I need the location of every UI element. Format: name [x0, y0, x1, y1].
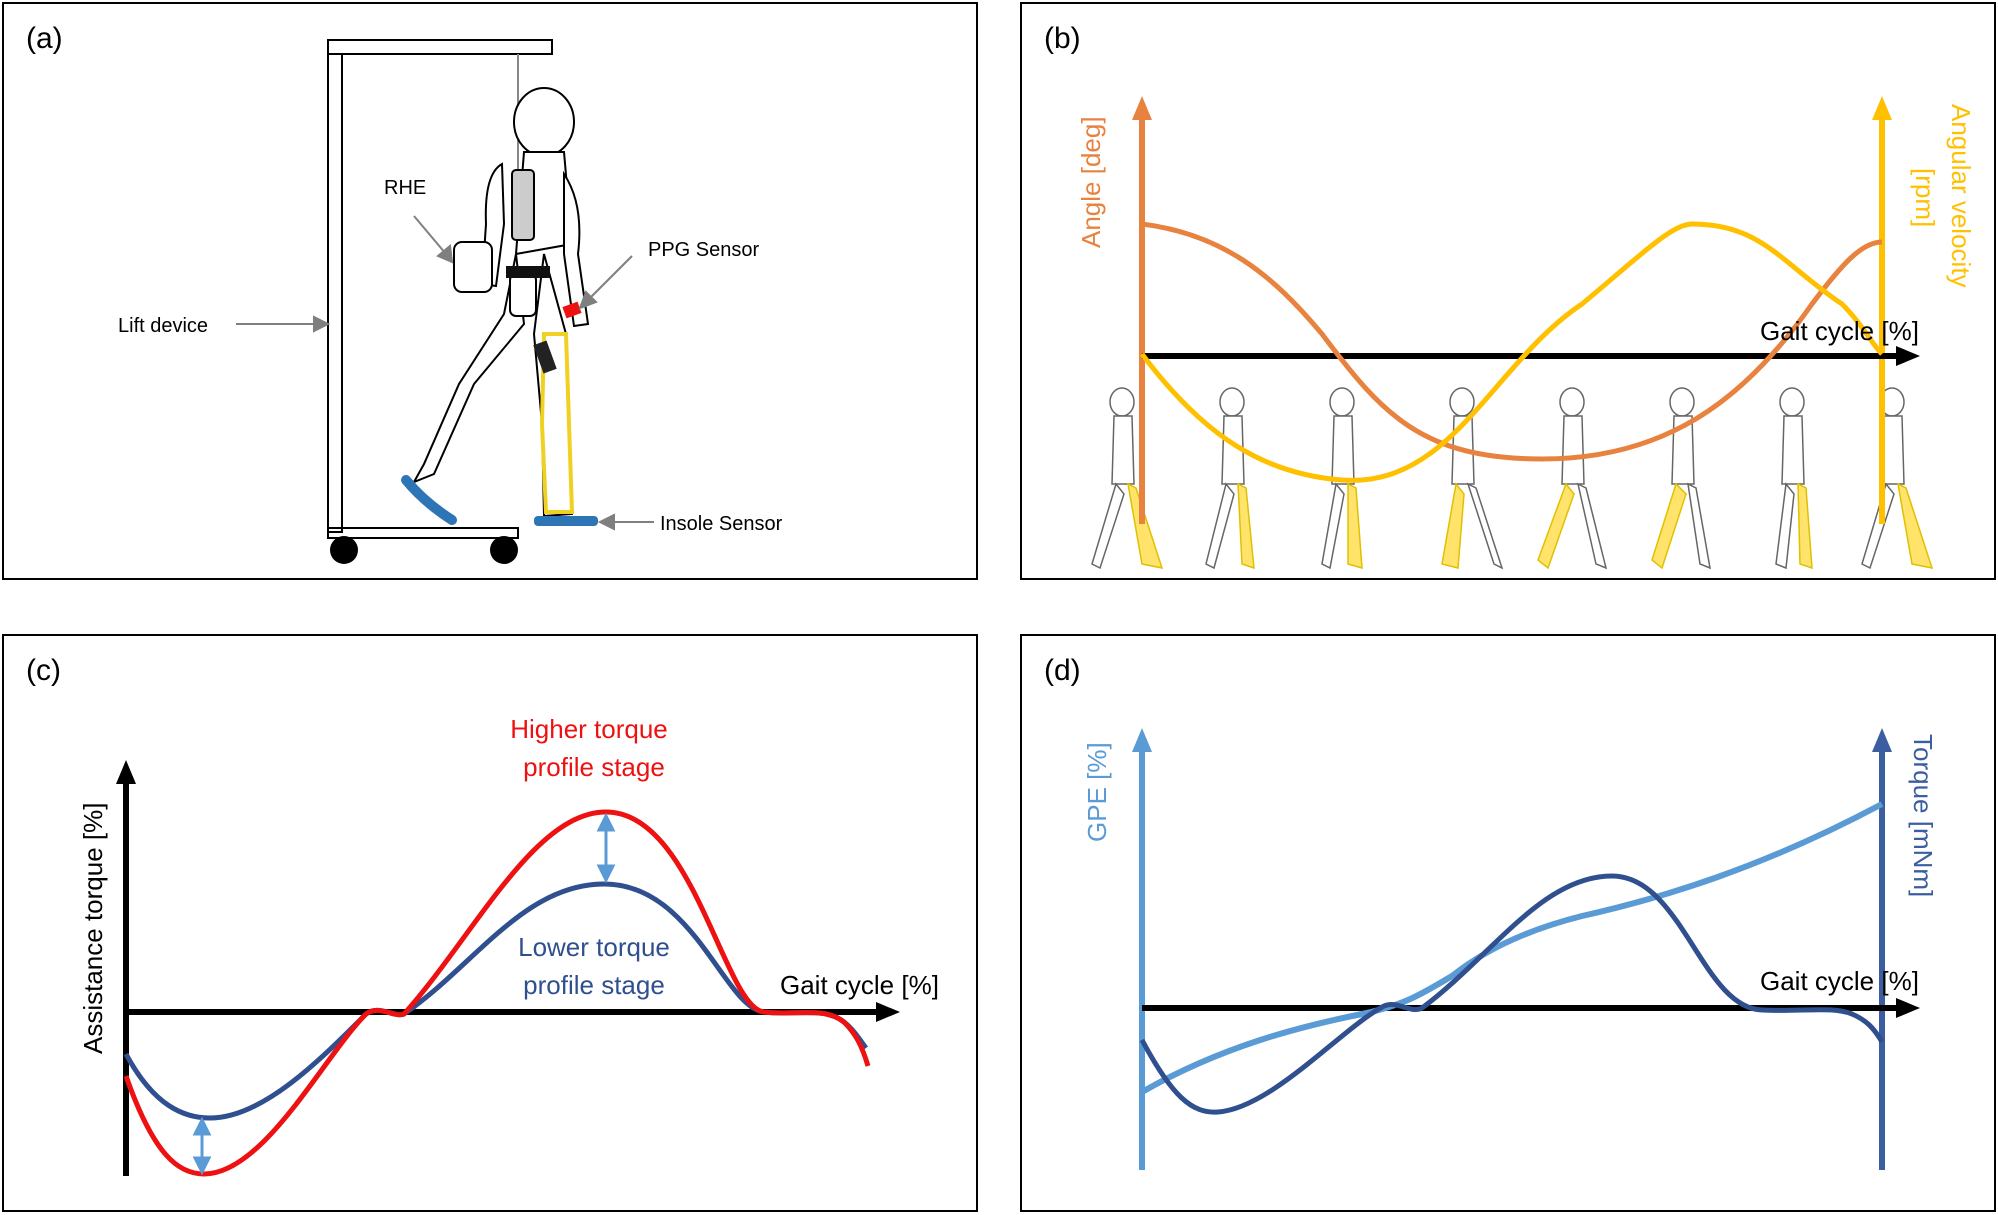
backpack [511, 169, 535, 241]
insole-sensor-rear [401, 475, 457, 525]
d-right-axis-arrowhead [1872, 728, 1892, 752]
trough-arrowhead-down [192, 1156, 212, 1176]
b-y-left-label: Angle [deg] [1076, 116, 1106, 248]
callout-arrowhead-insole [597, 513, 615, 531]
rhe-device [453, 241, 493, 293]
lower-label-line2: profile stage [523, 970, 665, 1000]
d-left-axis-arrowhead [1132, 728, 1152, 752]
callout-arrowhead-rhe [436, 244, 454, 264]
callout-rhe: RHE [384, 177, 426, 199]
higher-label-line2: profile stage [523, 752, 665, 782]
callout-arrowhead-lift [313, 315, 331, 333]
b-y-right-label-line2: [rpm] [1910, 168, 1940, 227]
c-x-axis-arrowhead [876, 1002, 900, 1022]
panel-label-d: (d) [1044, 654, 1081, 687]
b-y-right-label-line1: Angular velocity [1946, 104, 1976, 288]
callout-arrowhead-ppg [578, 290, 598, 310]
c-y-axis-label: Assistance torque [%] [78, 803, 108, 1054]
lift-device-frame [327, 39, 553, 539]
d-y-left-label: GPE [%] [1082, 742, 1112, 842]
gait-figure-3 [1321, 387, 1363, 570]
d-y-right-label: Torque [mNm] [1908, 734, 1938, 897]
gait-figure-5 [1537, 387, 1608, 570]
d-x-axis-arrowhead [1896, 998, 1920, 1018]
d-x-axis-label: Gait cycle [%] [1760, 966, 1919, 996]
panel-label-b: (b) [1044, 22, 1081, 55]
hip-belt [506, 266, 550, 278]
panel-c: (c) Assistance torque [%] Gait cycle [%]… [2, 634, 978, 1212]
panel-label-a: (a) [26, 22, 63, 55]
torque-curve [1139, 873, 1885, 1115]
insole-sensor-front [534, 516, 598, 526]
higher-label-line1: Higher torque [510, 714, 668, 744]
c-y-axis-arrowhead [116, 760, 136, 784]
callout-ppg-sensor: PPG Sensor [648, 239, 760, 261]
callout-arrow-ppg [587, 255, 633, 301]
peak-arrowhead-up [596, 812, 616, 832]
ppg-sensor-band [562, 301, 582, 319]
trough-arrowhead-up [192, 1116, 212, 1136]
wheel-right [490, 536, 518, 564]
gait-figure-6 [1651, 387, 1711, 570]
gpe-torque-diagram: GPE [%] Torque [mNm] Gait cycle [%] [1082, 728, 1938, 1170]
callout-arrow-rhe [413, 215, 447, 255]
peak-arrowhead-down [596, 864, 616, 884]
gait-figure-8 [1861, 387, 1934, 570]
wheel-left [330, 536, 358, 564]
lower-torque-curve [123, 881, 869, 1121]
b-x-axis-label: Gait cycle [%] [1760, 316, 1919, 346]
hip-actuator [509, 273, 537, 317]
panel-label-c: (c) [26, 654, 61, 687]
panel-b: (b) Angle [deg] Angular velocity [rpm] G… [1020, 2, 1996, 580]
b-left-axis-arrowhead [1132, 96, 1152, 120]
walking-person-figure [411, 87, 590, 518]
angle-velocity-diagram: Angle [deg] Angular velocity [rpm] Gait … [1076, 96, 1976, 570]
gait-phase-figures [1091, 387, 1934, 570]
gpe-curve [1140, 801, 1884, 1095]
b-right-axis-arrowhead [1872, 96, 1892, 120]
higher-torque-curve [123, 809, 871, 1177]
yellow-leg-highlight [539, 332, 575, 514]
torque-profile-diagram: Assistance torque [%] Gait cycle [%] Hig… [78, 714, 939, 1177]
callout-lift-device: Lift device [118, 315, 208, 337]
panel-a: (a) [2, 2, 978, 580]
callout-insole-sensor: Insole Sensor [660, 513, 783, 535]
thigh-link [533, 340, 557, 374]
gait-figure-2 [1205, 387, 1255, 570]
lower-label-line1: Lower torque [518, 932, 670, 962]
c-x-axis-label: Gait cycle [%] [780, 970, 939, 1000]
gait-figure-7 [1775, 387, 1813, 570]
angular-velocity-curve [1140, 221, 1884, 483]
panel-d: (d) GPE [%] Torque [mNm] Gait cycle [%] [1020, 634, 1996, 1212]
experimental-setup-illustration: RHE PPG Sensor Lift device Insole Sensor [118, 39, 783, 564]
gait-figure-1 [1091, 387, 1164, 570]
b-x-axis-arrowhead [1896, 346, 1920, 366]
angle-curve [1141, 221, 1883, 462]
